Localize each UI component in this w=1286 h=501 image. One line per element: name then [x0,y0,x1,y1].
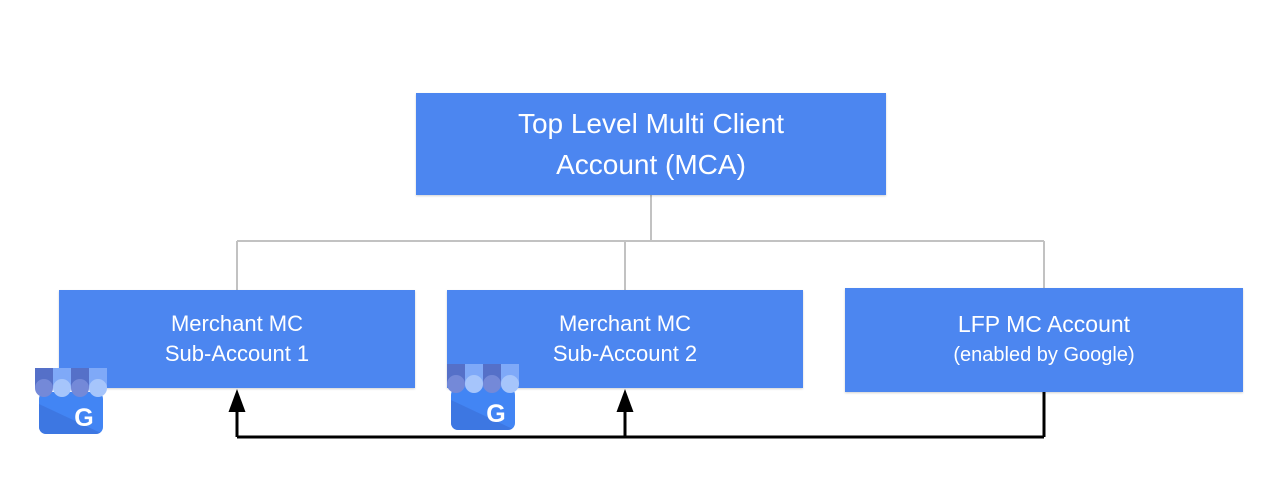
node-label-line: Top Level Multi Client [517,108,785,139]
node-merchant-sub-account-1: Merchant MC Sub-Account 1 [59,290,415,388]
node-top-level-mca: Top Level Multi Client Account (MCA) [416,93,886,195]
node-label-line: Sub-Account 2 [552,341,698,366]
google-my-business-icon: G [447,364,519,430]
google-my-business-icon: G [35,368,107,434]
arrowhead-up-merchant1 [228,389,246,412]
tree-connector-lines [236,195,1045,290]
arrowhead-up-merchant2 [616,389,634,412]
lfp-feed-lines [235,392,1046,439]
node-label-line: Account (MCA) [556,149,746,180]
node-label-line: Merchant MC [170,311,304,336]
google-g-letter: G [486,400,505,428]
node-label-line: LFP MC Account [957,311,1131,337]
node-label-line: (enabled by Google) [953,344,1135,366]
google-g-letter: G [74,404,93,432]
node-label-line: Merchant MC [558,311,692,336]
node-label-line: Sub-Account 1 [164,341,310,366]
node-lfp-mc-account: LFP MC Account (enabled by Google) [845,288,1243,392]
